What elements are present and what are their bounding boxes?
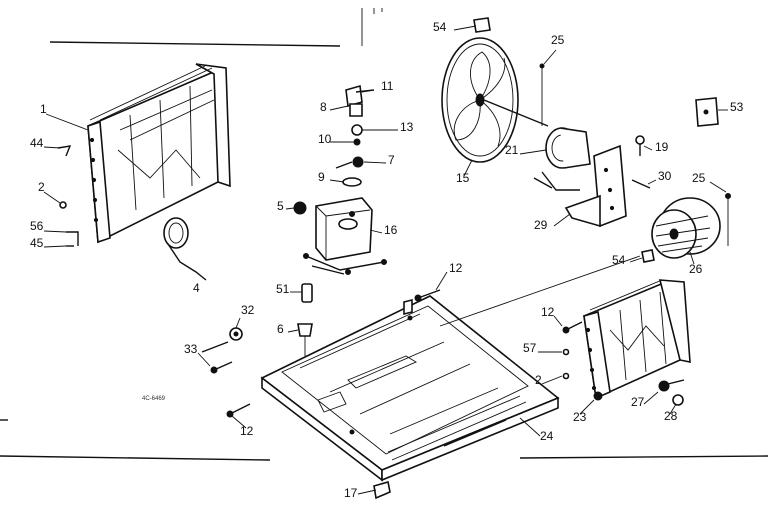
part-label-l2b: 2 (535, 373, 542, 387)
part-label-l29: 29 (534, 218, 548, 232)
condenser-fan (441, 17, 519, 163)
part-label-l30: 30 (658, 169, 672, 183)
leaders-right (453, 25, 728, 265)
part-label-l54a: 54 (433, 20, 447, 34)
leaders-left (43, 113, 89, 248)
evaporator-coil (583, 279, 691, 400)
part-label-l8: 8 (320, 100, 327, 114)
condenser-coil (87, 63, 231, 244)
screw-2-left (59, 201, 67, 209)
blower-wheel (651, 197, 721, 259)
base-pan (260, 295, 560, 500)
part-label-l19: 19 (655, 140, 669, 154)
part-label-l5: 5 (277, 199, 284, 213)
part-label-l7: 7 (388, 153, 395, 167)
part-label-l57: 57 (523, 341, 537, 355)
part-label-l56: 56 (30, 219, 44, 233)
part-label-l9: 9 (318, 170, 325, 184)
part-label-l10: 10 (318, 132, 332, 146)
part-label-l6: 6 (277, 322, 284, 336)
compressor (303, 197, 387, 275)
leaders-middle (197, 89, 398, 367)
screw-12-center-shaft (417, 289, 441, 299)
part-label-l12b: 12 (449, 261, 463, 275)
part-label-l23: 23 (573, 410, 587, 424)
part-label-l1: 1 (40, 102, 47, 116)
fan-motor (533, 127, 591, 191)
part-label-l25b: 25 (692, 171, 706, 185)
clip-44 (57, 145, 72, 157)
part-label-l28: 28 (664, 409, 678, 423)
drawing-code: 4C-6469 (142, 396, 166, 402)
leaders-base (231, 255, 641, 495)
part-label-l44: 44 (30, 136, 44, 150)
part-label-l13: 13 (400, 120, 414, 134)
border-marks (0, 8, 768, 461)
part-label-l12c: 12 (541, 305, 555, 319)
part-label-l25a: 25 (551, 33, 565, 47)
part-number-labels: 1442564548111310795165163233125425152112… (30, 20, 744, 500)
part-label-l11: 11 (381, 79, 394, 93)
part-label-l45: 45 (30, 236, 44, 250)
part-label-l27: 27 (631, 395, 645, 409)
part-label-l24: 24 (540, 429, 554, 443)
part-label-l26: 26 (689, 262, 703, 276)
part-label-l4: 4 (193, 281, 200, 295)
part-label-l12a: 12 (240, 424, 254, 438)
part-label-l15: 15 (456, 171, 470, 185)
drain-tube (163, 217, 207, 281)
screw-12-lower-shaft (229, 403, 251, 415)
part-label-l16: 16 (384, 223, 398, 237)
part-label-l51: 51 (276, 282, 290, 296)
small-fasteners-right (539, 63, 731, 263)
part-label-l33: 33 (184, 342, 198, 356)
evaporator-fasteners (562, 321, 685, 406)
leaders-evaporator (538, 315, 677, 415)
part-label-l2a: 2 (38, 180, 45, 194)
motor-bracket (564, 144, 627, 228)
part-label-l32: 32 (241, 303, 255, 317)
part-label-l53: 53 (730, 100, 744, 114)
part-label-l17: 17 (344, 486, 358, 500)
fan-shaft (483, 99, 549, 127)
part-label-l54b: 54 (612, 253, 626, 267)
compressor-parts (293, 84, 375, 215)
part-label-l21: 21 (505, 143, 519, 157)
compressor-mounts (297, 283, 313, 356)
bracket-56 (66, 231, 79, 246)
screws-32-33 (201, 327, 243, 374)
